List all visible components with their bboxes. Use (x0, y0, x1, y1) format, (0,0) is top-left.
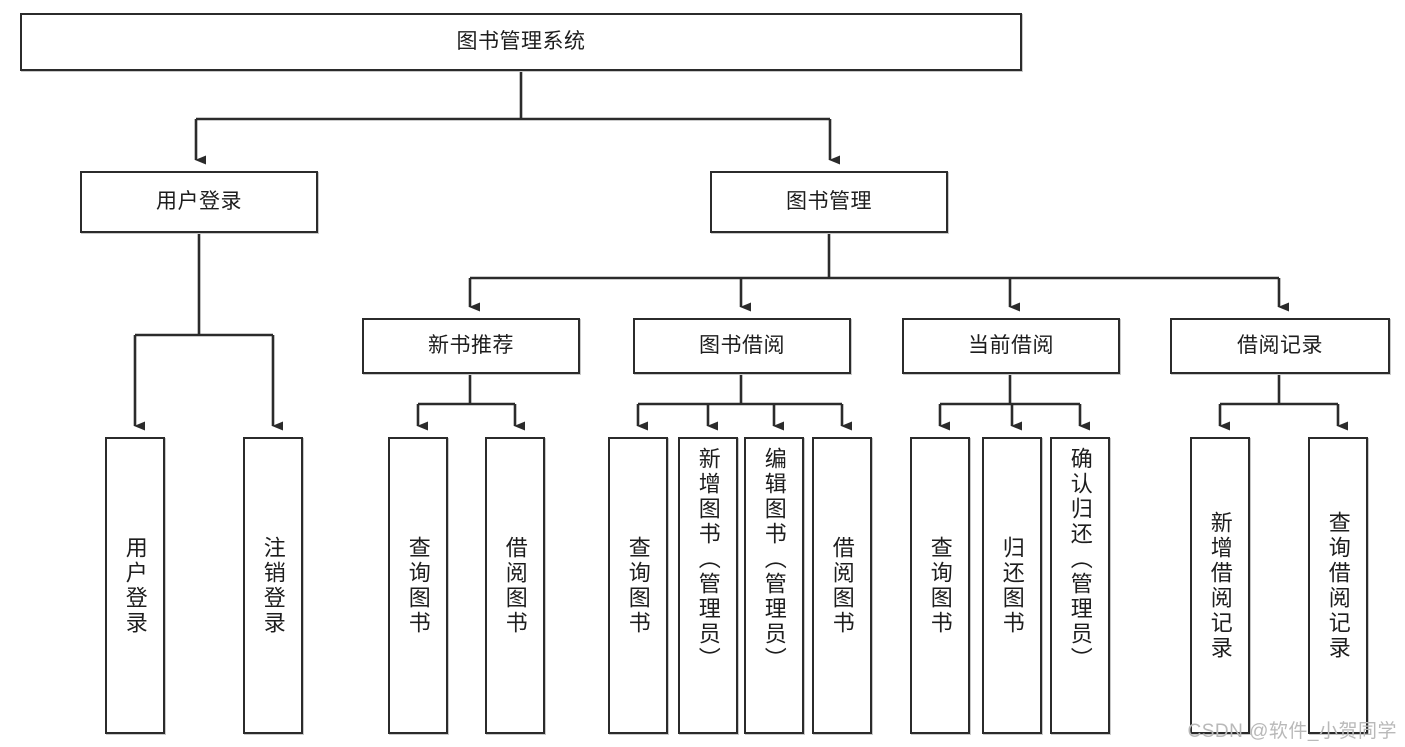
node-leaf-query-book-1[interactable]: 查询图书 (388, 437, 448, 734)
node-book-borrow[interactable]: 图书借阅 (633, 318, 851, 374)
node-leaf-query-borrow-record[interactable]: 查询借阅记录 (1308, 437, 1368, 734)
node-label: 借阅图书 (829, 535, 855, 636)
node-new-book-recommend[interactable]: 新书推荐 (362, 318, 580, 374)
node-label: 图书管理 (786, 189, 872, 213)
node-label: 用户登录 (122, 535, 148, 636)
node-leaf-user-login[interactable]: 用户登录 (105, 437, 165, 734)
node-leaf-borrow-book-1[interactable]: 借阅图书 (485, 437, 545, 734)
node-leaf-confirm-return[interactable]: 确认归还（管理员） (1050, 437, 1110, 734)
node-root-system[interactable]: 图书管理系统 (20, 13, 1022, 71)
node-leaf-user-logout[interactable]: 注销登录 (243, 437, 303, 734)
node-leaf-query-book-2[interactable]: 查询图书 (608, 437, 668, 734)
node-label: 查询图书 (625, 535, 651, 636)
node-label: 图书借阅 (699, 333, 785, 357)
node-label: 新增图书（管理员） (695, 447, 721, 672)
node-leaf-query-book-3[interactable]: 查询图书 (910, 437, 970, 734)
node-label: 查询图书 (927, 535, 953, 636)
node-leaf-borrow-book-2[interactable]: 借阅图书 (812, 437, 872, 734)
node-label: 新书推荐 (428, 333, 514, 357)
node-leaf-add-borrow-record[interactable]: 新增借阅记录 (1190, 437, 1250, 734)
node-leaf-edit-book[interactable]: 编辑图书（管理员） (744, 437, 804, 734)
node-label: 借阅记录 (1237, 333, 1323, 357)
node-label: 借阅图书 (502, 535, 528, 636)
node-label: 确认归还（管理员） (1067, 447, 1093, 672)
node-leaf-add-book[interactable]: 新增图书（管理员） (678, 437, 738, 734)
node-book-manage[interactable]: 图书管理 (710, 171, 948, 233)
node-label: 查询借阅记录 (1325, 510, 1351, 661)
node-current-borrow[interactable]: 当前借阅 (902, 318, 1120, 374)
node-label: 归还图书 (999, 535, 1025, 636)
node-label: 查询图书 (405, 535, 431, 636)
node-label: 新增借阅记录 (1207, 510, 1233, 661)
node-borrow-record[interactable]: 借阅记录 (1170, 318, 1390, 374)
node-label: 图书管理系统 (456, 29, 586, 53)
node-leaf-return-book[interactable]: 归还图书 (982, 437, 1042, 734)
node-label: 注销登录 (260, 535, 286, 636)
node-user-login[interactable]: 用户登录 (80, 171, 318, 233)
node-label: 当前借阅 (968, 333, 1054, 357)
node-label: 编辑图书（管理员） (761, 447, 787, 672)
node-label: 用户登录 (156, 189, 242, 213)
csdn-watermark: CSDN @软件_小贺同学 (1187, 721, 1397, 742)
